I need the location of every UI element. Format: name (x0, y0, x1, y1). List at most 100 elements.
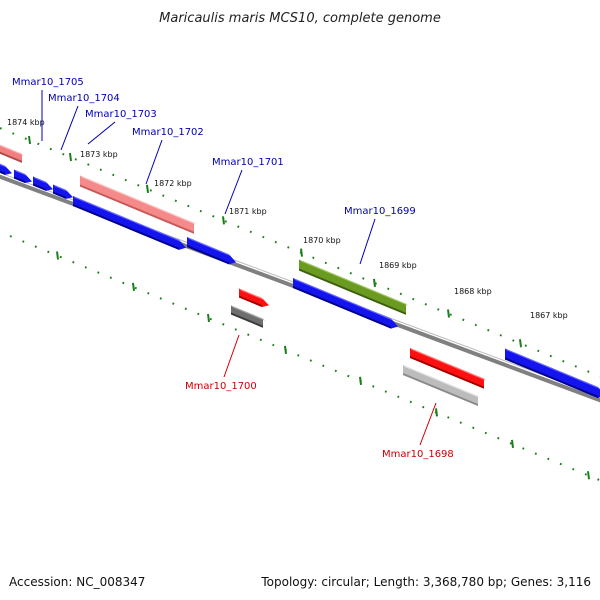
kbp-major-tick (435, 408, 438, 417)
leader-line (145, 139, 163, 185)
gene-bevel (299, 259, 408, 306)
tick-mark (174, 199, 178, 203)
tick-mark (99, 168, 103, 172)
gene-shadow (231, 312, 263, 328)
kbp-label: 1867 kbp (530, 311, 568, 320)
gene-body (505, 348, 600, 399)
gene-blue-4 (53, 184, 73, 199)
gene-bevel (53, 184, 68, 192)
tick-mark (412, 297, 415, 301)
tick-mark (534, 452, 538, 455)
gene-bevel (80, 175, 196, 225)
gene-shadow (239, 295, 262, 308)
gene-label-plus: Mmar10_1705 (12, 77, 84, 88)
tick-mark (497, 436, 500, 440)
gene-shadow (299, 268, 406, 315)
tick-mark (459, 421, 463, 424)
tick-mark (84, 266, 88, 269)
tick-mark (72, 260, 75, 264)
tick-mark (124, 178, 128, 182)
leader-line (87, 121, 116, 145)
gene-shadow (73, 204, 179, 250)
tick-mark (509, 442, 513, 445)
tick-mark (524, 344, 528, 347)
tick-mark (347, 374, 350, 378)
tick-mark (362, 277, 365, 280)
tick-mark (522, 447, 525, 450)
tick-mark (109, 276, 113, 280)
leader-line (223, 334, 240, 378)
tick-mark (337, 266, 340, 270)
leader-line (224, 169, 243, 215)
tick-mark (224, 220, 228, 223)
tick-mark (437, 308, 440, 311)
tick-mark (584, 473, 588, 476)
tick-mark (87, 163, 90, 166)
leader-line (60, 105, 79, 151)
tick-mark (322, 364, 325, 367)
tick-mark (49, 147, 53, 151)
gene-body (293, 278, 398, 329)
gene-body (80, 175, 194, 234)
tick-mark (372, 385, 375, 388)
gene-shadow (0, 151, 22, 163)
accession-text: Accession: NC_008347 (9, 575, 145, 589)
tick-mark (262, 235, 265, 239)
kbp-major-tick (132, 282, 135, 292)
gene-grey-2 (403, 365, 480, 407)
tick-mark (22, 240, 25, 243)
kbp-major-tick (56, 251, 59, 260)
gene-label-plus: Mmar10_1702 (132, 127, 204, 138)
gene-blue-2 (14, 169, 32, 184)
gene-body (299, 259, 406, 315)
gene-blue-3 (33, 176, 53, 191)
kbp-major-tick (207, 313, 210, 323)
kbp-major-tick (519, 339, 522, 348)
tick-mark (462, 318, 465, 322)
kbp-major-tick (146, 184, 149, 193)
gene-bevel (14, 169, 27, 177)
tick-mark (134, 286, 138, 290)
gene-body (231, 305, 263, 328)
tick-mark (172, 302, 175, 305)
tick-mark (149, 189, 153, 192)
kbp-major-tick (359, 376, 362, 386)
gene-features (0, 144, 600, 407)
kbp-label: 1870 kbp (303, 236, 341, 245)
kbp-major-tick (69, 152, 72, 162)
tick-mark (237, 225, 240, 228)
gene-shadow (403, 373, 478, 407)
tick-mark (474, 323, 478, 327)
gene-bevel (410, 348, 486, 381)
gene-bevel (505, 348, 600, 390)
tick-mark (472, 426, 475, 430)
tick-mark (309, 359, 313, 362)
gene-1700 (239, 288, 269, 308)
kbp-major-tick (222, 216, 225, 225)
tick-mark (572, 467, 575, 471)
kbp-major-tick (28, 135, 31, 145)
gene-body (410, 348, 484, 389)
tick-mark (199, 209, 203, 213)
tick-mark (449, 313, 453, 316)
gene-bevel (0, 144, 24, 156)
tick-mark (349, 271, 353, 275)
tick-mark (37, 142, 40, 146)
gene-bevel (231, 305, 265, 321)
kbp-label: 1868 kbp (454, 287, 492, 296)
gene-shadow (0, 170, 5, 175)
map-title: Maricaulis maris MCS10, complete genome (159, 11, 441, 26)
tick-mark (297, 354, 300, 357)
tick-mark (387, 287, 390, 291)
gene-label-plus: Mmar10_1703 (85, 109, 157, 120)
tick-mark (422, 405, 425, 409)
kbp-major-tick (511, 439, 514, 448)
tick-mark (222, 323, 225, 326)
tick-mark (62, 152, 65, 156)
tick-mark (59, 255, 63, 259)
tick-mark (34, 245, 38, 248)
tick-mark (209, 317, 213, 321)
gene-bevel (73, 196, 181, 242)
tick-row-outer (0, 127, 600, 378)
